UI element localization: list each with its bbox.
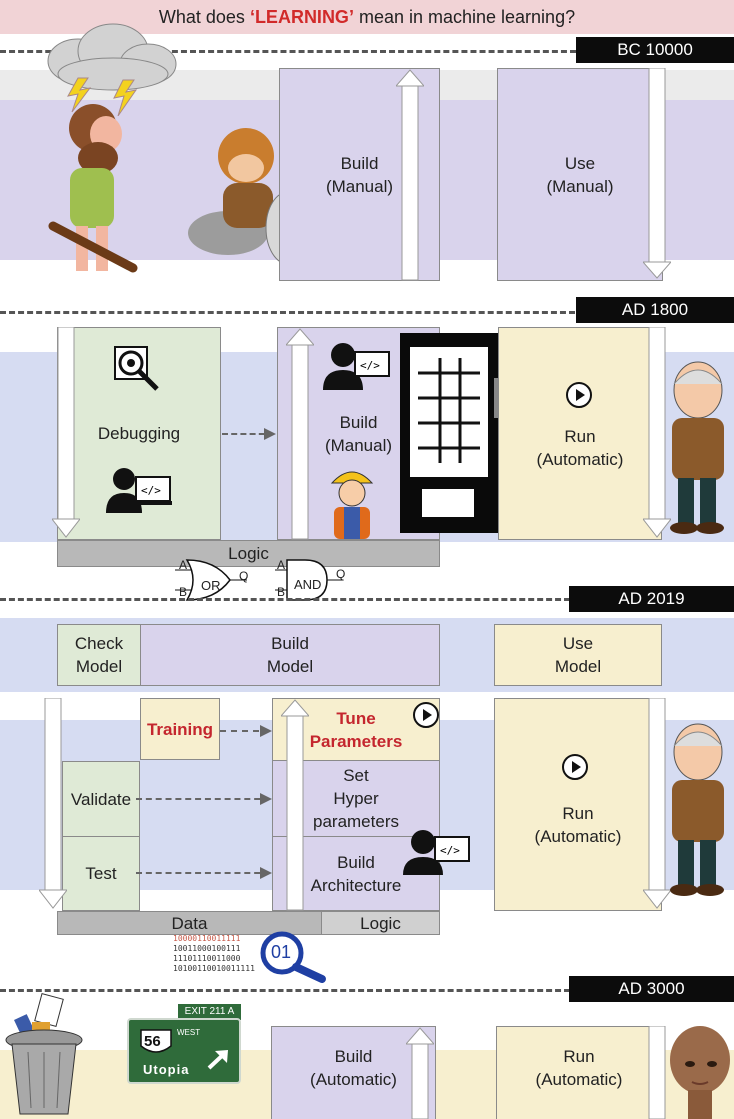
play-icon [562, 754, 588, 780]
play-icon [413, 702, 439, 728]
or-pin-q: Q [239, 569, 249, 583]
up-arrow-icon [406, 1027, 434, 1119]
binary-line: 10011000100111 [173, 944, 241, 953]
logic-bar: Logic [57, 540, 440, 567]
route-number: 56 [144, 1033, 161, 1050]
title-highlight: ‘LEARNING’ [249, 7, 354, 27]
old-man-icon [670, 723, 724, 896]
title-prefix: What does [158, 7, 250, 27]
run-automatic-3000-box: Run (Automatic) [496, 1026, 662, 1119]
binary-data: 10000110011111 10011000100111 1110111001… [173, 934, 255, 974]
up-arrow-icon [396, 69, 424, 281]
svg-text:</>: </> [141, 484, 161, 497]
or-gate-label: OR [201, 578, 221, 593]
test-box: Test [62, 836, 140, 911]
divider-ad3000 [0, 989, 570, 992]
logic-gates-icon [175, 559, 343, 601]
build-model-box: Build Model [140, 624, 440, 686]
or-pin-b: B [179, 585, 188, 599]
up-arrow-icon [286, 328, 314, 540]
run-automatic-3000-label: Run (Automatic) [535, 1047, 623, 1089]
developer-laptop-icon: </> [403, 830, 470, 875]
use-model-label: Use Model [554, 634, 602, 676]
check-model-label: Check Model [74, 634, 124, 676]
play-icon [566, 382, 592, 408]
test-label: Test [85, 864, 117, 883]
build-manual-label: Build (Manual) [325, 153, 394, 196]
down-arrow-icon [643, 327, 671, 538]
trash-can-icon [5, 993, 83, 1115]
dashed-arrow [220, 725, 272, 737]
or-pin-a: A [179, 558, 188, 572]
up-arrow-icon [281, 699, 309, 911]
data-label: Data [171, 913, 208, 933]
down-arrow-icon [39, 698, 67, 909]
construction-worker-icon [330, 471, 374, 539]
svg-text:</>: </> [440, 844, 460, 857]
logic-bar-2019: Logic [321, 911, 440, 935]
down-arrow-icon [643, 68, 671, 279]
build-automatic-label: Build (Automatic) [310, 1047, 397, 1089]
and-pin-a: A [277, 558, 286, 572]
era-label-ad1800: AD 1800 [576, 297, 734, 323]
magnifier-icon [260, 931, 326, 983]
check-model-box: Check Model [57, 624, 141, 686]
use-manual-label: Use (Manual) [546, 153, 614, 196]
divider-ad2019 [0, 598, 570, 601]
magnifier-label: 01 [271, 942, 292, 962]
tune-parameters-label: Tune Parameters [309, 708, 403, 751]
run-automatic-2019-box: Run (Automatic) [494, 698, 662, 911]
caveman-thinking-icon [48, 104, 138, 273]
build-model-label: Build Model [266, 634, 314, 676]
run-automatic-box: Run (Automatic) [498, 327, 662, 540]
bug-search-icon [114, 346, 159, 391]
and-gate-label: AND [294, 577, 322, 592]
storm-cloud-icon [47, 23, 177, 116]
down-arrow-icon [643, 698, 671, 909]
dashed-arrow [136, 867, 272, 879]
old-man-icon [670, 361, 724, 534]
divider-ad1800 [0, 311, 575, 314]
android-face-icon [670, 1026, 730, 1119]
debugging-label: Debugging [97, 424, 181, 443]
binary-line: 10100110010011111 [173, 964, 255, 973]
era-label-ad2019: AD 2019 [569, 586, 734, 612]
build-architecture-label: Build Architecture [310, 852, 402, 895]
vending-machine-icon [400, 333, 513, 533]
direction-label: WEST [177, 1028, 201, 1037]
run-automatic-2019-label: Run (Automatic) [534, 803, 622, 846]
route-shield-icon [140, 1029, 172, 1053]
arrow-up-right-icon [207, 1050, 228, 1070]
developer-laptop-icon: </> [323, 343, 390, 390]
and-pin-q: Q [336, 567, 346, 581]
run-automatic-label: Run (Automatic) [536, 426, 624, 469]
era-label-bc10000: BC 10000 [576, 37, 734, 63]
build-manual-1800-label: Build (Manual) [324, 412, 393, 455]
training-box: Training [140, 698, 220, 760]
dashed-arrow [222, 428, 276, 440]
down-arrow-icon [648, 1026, 666, 1119]
binary-line: 11101110011000 [173, 954, 241, 963]
training-label: Training [146, 719, 214, 739]
set-hyperparameters-label: Set Hyper parameters [313, 766, 399, 831]
divider-bc10000 [0, 50, 576, 53]
developer-laptop-icon: </> [106, 468, 172, 513]
validate-label: Validate [70, 789, 132, 809]
down-arrow-icon [52, 327, 80, 538]
binary-line: 10000110011111 [173, 934, 241, 943]
validate-box: Validate [62, 761, 140, 837]
logic-2019-label: Logic [360, 913, 401, 933]
logic-label: Logic [228, 544, 269, 563]
title-suffix: mean in machine learning? [353, 7, 576, 27]
city-label: Utopia [143, 1062, 190, 1077]
dashed-arrow [136, 793, 272, 805]
use-manual-box: Use (Manual) [497, 68, 663, 281]
use-model-box: Use Model [494, 624, 662, 686]
highway-sign: 56 WEST Utopia [127, 1018, 241, 1084]
and-pin-b: B [277, 585, 286, 599]
era-label-ad3000: AD 3000 [569, 976, 734, 1002]
data-bar: Data [57, 911, 322, 935]
svg-text:</>: </> [360, 359, 380, 372]
